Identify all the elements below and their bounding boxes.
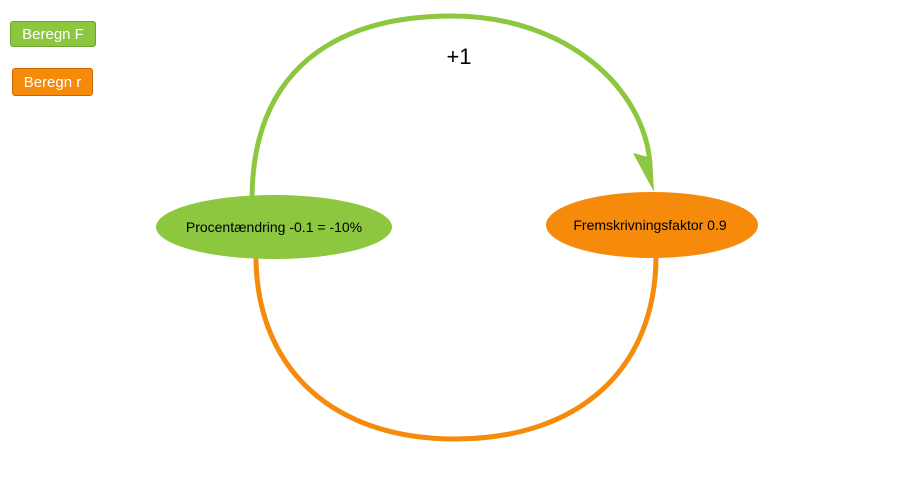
orange-lower-arc [253, 253, 659, 442]
left-node-ellipse [156, 195, 392, 259]
beregn-r-button[interactable]: Beregn r [12, 68, 93, 96]
right-node-ellipse [546, 192, 758, 258]
right-node-label: Fremskrivningsfaktor 0.9 [573, 217, 726, 233]
top-arrow-label: +1 [446, 44, 471, 69]
beregn-f-button[interactable]: Beregn F [10, 21, 96, 47]
green-arrowhead [633, 153, 654, 192]
left-node-label: Procentændring -0.1 = -10% [186, 219, 362, 235]
green-upper-arc [249, 13, 653, 203]
